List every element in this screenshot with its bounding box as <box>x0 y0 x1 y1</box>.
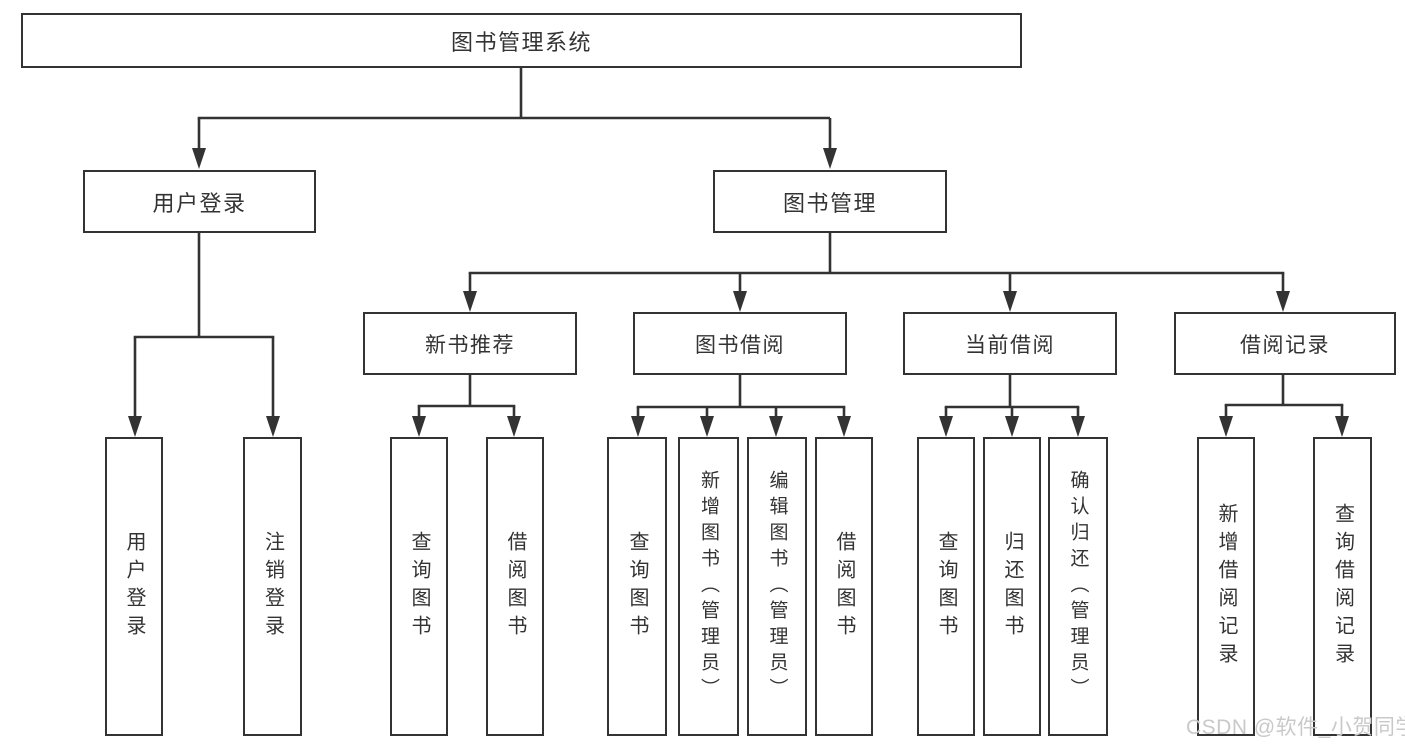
node-current-borrowing: 当前借阅 <box>903 312 1117 375</box>
node-label: 借阅记录 <box>1240 333 1330 357</box>
leaf-label: 确认归还（管理员） <box>1067 469 1089 704</box>
leaf-label: 新增图书（管理员） <box>698 469 719 704</box>
leaf-query-borrow-record: 查询借阅记录 <box>1313 437 1372 736</box>
leaf-label: 查询图书 <box>935 530 957 643</box>
leaf-return-book: 归还图书 <box>983 437 1041 736</box>
leaf-query-books-current: 查询图书 <box>917 437 975 736</box>
node-label: 当前借阅 <box>965 333 1055 357</box>
leaf-add-book-admin: 新增图书（管理员） <box>678 437 739 736</box>
leaf-label: 注销登录 <box>261 530 284 643</box>
node-label: 用户登录 <box>152 190 247 216</box>
leaf-label: 借阅图书 <box>833 530 855 643</box>
leaf-label: 借阅图书 <box>504 530 526 643</box>
leaf-label: 用户登录 <box>123 530 145 643</box>
node-book-management: 图书管理 <box>713 170 947 233</box>
leaf-label: 新增借阅记录 <box>1215 502 1237 671</box>
node-library-management-system: 图书管理系统 <box>21 13 1022 68</box>
leaf-edit-book-admin: 编辑图书（管理员） <box>747 437 807 736</box>
node-new-book-recommend: 新书推荐 <box>363 312 577 375</box>
leaf-query-books-recommend: 查询图书 <box>390 437 448 736</box>
node-label: 图书管理系统 <box>450 29 592 55</box>
leaf-label: 归还图书 <box>1001 530 1023 643</box>
leaf-confirm-return-admin: 确认归还（管理员） <box>1048 437 1108 736</box>
leaf-borrow-books-recommend: 借阅图书 <box>486 437 544 736</box>
node-borrowing-records: 借阅记录 <box>1174 312 1396 375</box>
node-label: 图书管理 <box>782 190 877 216</box>
leaf-query-books-borrowing: 查询图书 <box>607 437 667 736</box>
node-label: 图书借阅 <box>695 333 785 357</box>
node-label: 新书推荐 <box>425 333 515 357</box>
leaf-user-login: 用户登录 <box>105 437 163 736</box>
leaf-label: 查询图书 <box>408 530 430 643</box>
csdn-watermark: CSDN @软件_小贺同学 <box>1186 716 1405 739</box>
leaf-logout: 注销登录 <box>243 437 302 736</box>
leaf-borrow-books-borrowing: 借阅图书 <box>815 437 873 736</box>
leaf-label: 编辑图书（管理员） <box>766 469 788 704</box>
node-user-login: 用户登录 <box>83 170 316 233</box>
leaf-label: 查询借阅记录 <box>1331 502 1354 671</box>
leaf-label: 查询图书 <box>626 530 648 643</box>
leaf-add-borrow-record: 新增借阅记录 <box>1197 437 1255 736</box>
node-book-borrowing: 图书借阅 <box>633 312 847 375</box>
